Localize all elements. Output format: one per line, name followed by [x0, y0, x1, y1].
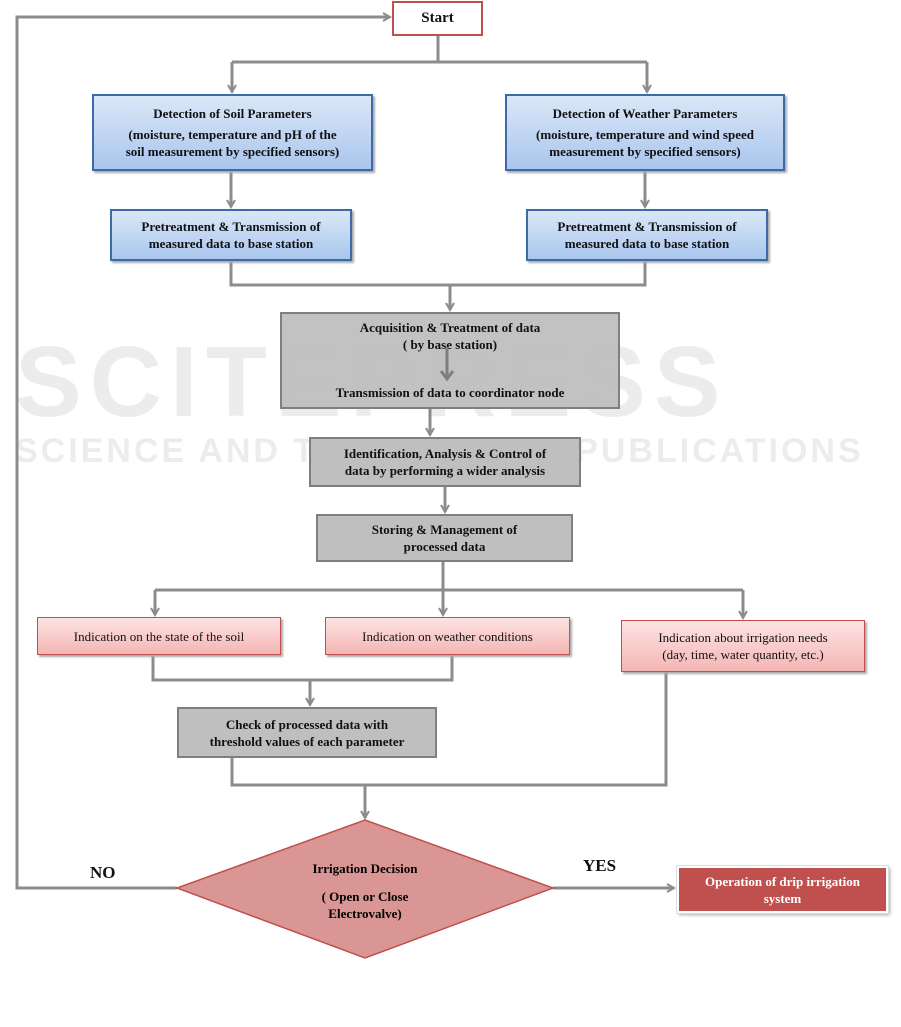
acquisition-node: Acquisition & Treatment of data ( by bas… [280, 312, 620, 409]
edge-merge-ind [151, 655, 454, 682]
node-line: Check of processed data with [225, 716, 389, 732]
identification-node: Identification, Analysis & Control of da… [309, 437, 581, 487]
yes-label: YES [583, 856, 617, 875]
node-line: Pretreatment & Transmission of [141, 219, 321, 234]
weather-detection-node: Detection of Weather Parameters (moistur… [505, 94, 785, 171]
node-line: measurement by specified sensors) [549, 144, 741, 159]
soil-pretreatment-node: Pretreatment & Transmission of measured … [110, 209, 352, 261]
weather-pretreatment-node: Pretreatment & Transmission of measured … [526, 209, 768, 261]
node-line: ( by base station) [402, 337, 498, 352]
node-line: Identification, Analysis & Control of [343, 446, 547, 461]
decision-line: ( Open or Close [321, 889, 409, 904]
node-line: data by performing a wider analysis [344, 463, 546, 478]
weather-indication-node: Indication on weather conditions [325, 617, 570, 655]
operation-node: Operation of drip irrigation system [676, 865, 889, 914]
decision-line: Electrovalve) [328, 906, 402, 921]
node-line: threshold values of each parameter [209, 733, 405, 749]
node-line: Operation of drip irrigation [705, 873, 860, 889]
decision-title: Irrigation Decision [312, 861, 418, 876]
check-node: Check of processed data with threshold v… [177, 707, 437, 758]
edge-merge-check [230, 672, 668, 787]
no-label: NO [90, 863, 116, 882]
edge-split-3 [155, 562, 743, 592]
node-line: system [763, 890, 802, 906]
node-line: Pretreatment & Transmission of [557, 219, 737, 234]
storing-node: Storing & Management of processed data [316, 514, 573, 562]
start-node: Start [392, 1, 483, 36]
node-line: Acquisition & Treatment of data [359, 320, 541, 335]
edge-no-loop [15, 17, 390, 890]
soil-indication-node: Indication on the state of the soil [37, 617, 281, 655]
node-line: Transmission of data to coordinator node [335, 385, 565, 400]
node-line: measured data to base station [148, 236, 314, 251]
node-title: Detection of Weather Parameters [552, 106, 738, 121]
irrigation-needs-node: Indication about irrigation needs (day, … [621, 620, 865, 672]
node-line: processed data [403, 539, 486, 554]
soil-detection-node: Detection of Soil Parameters (moisture, … [92, 94, 373, 171]
start-label: Start [421, 10, 454, 26]
node-line: (moisture, temperature and wind speed [536, 127, 754, 142]
node-line: (day, time, water quantity, etc.) [662, 647, 824, 662]
node-line: soil measurement by specified sensors) [125, 144, 340, 159]
edge-merge [229, 261, 647, 287]
edge-start-split [232, 35, 647, 64]
node-line: measured data to base station [564, 236, 730, 251]
node-title: Detection of Soil Parameters [153, 106, 312, 121]
node-line: Storing & Management of [371, 522, 518, 537]
node-line: Indication on the state of the soil [73, 628, 245, 644]
decision-diamond [174, 819, 556, 959]
node-line: Indication about irrigation needs [658, 630, 828, 645]
node-line: Indication on weather conditions [362, 628, 533, 644]
node-line: (moisture, temperature and pH of the [128, 127, 337, 142]
